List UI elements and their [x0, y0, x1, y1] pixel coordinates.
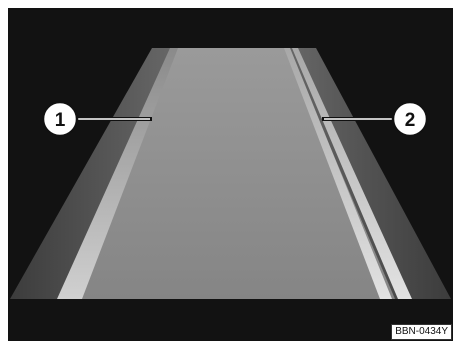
callout-1: 1 [43, 102, 77, 136]
callout-2: 2 [393, 102, 427, 136]
figure-reference-code: BBN-0434Y [391, 324, 452, 340]
callout-1-label: 1 [55, 110, 66, 131]
callout-2-label: 2 [405, 110, 416, 131]
